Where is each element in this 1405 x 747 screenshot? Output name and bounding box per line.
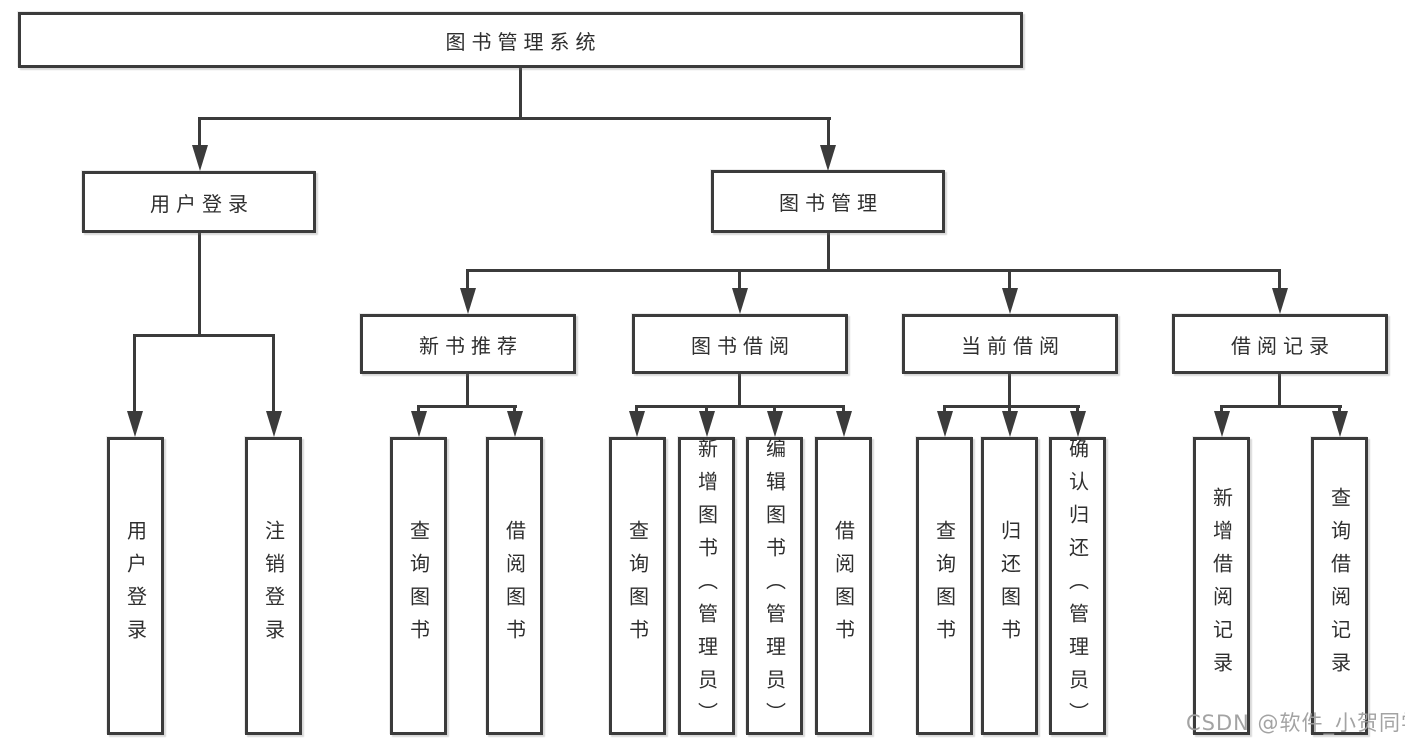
leaf-records-query-borrow-record: 查询借阅记录: [1311, 437, 1368, 735]
arrowhead-down-icon: [507, 411, 523, 437]
connector-line: [827, 117, 830, 146]
connector-line: [738, 374, 741, 407]
connector-line: [1220, 405, 1223, 413]
connector-line: [827, 233, 830, 271]
connector-line: [466, 269, 469, 291]
arrowhead-down-icon: [699, 411, 715, 437]
leaf-records-add-borrow-record: 新增借阅记录: [1193, 437, 1250, 735]
connector-line: [133, 334, 136, 413]
arrowhead-down-icon: [937, 411, 953, 437]
arrowhead-down-icon: [820, 145, 836, 171]
connector-line: [773, 405, 776, 413]
connector-line: [466, 269, 1281, 272]
arrowhead-down-icon: [1002, 411, 1018, 437]
arrowhead-down-icon: [266, 411, 282, 437]
node-book-management: 图书管理: [711, 170, 945, 233]
leaf-borrowing-edit-books-admin: 编辑图书（管理员）: [746, 437, 803, 735]
connector-line: [635, 405, 638, 413]
leaf-newbook-query-books: 查询图书: [390, 437, 447, 735]
leaf-current-confirm-return-admin: 确认归还（管理员）: [1049, 437, 1106, 735]
connector-line: [635, 405, 845, 408]
arrowhead-down-icon: [629, 411, 645, 437]
connector-line: [1220, 405, 1342, 408]
connector-line: [943, 405, 1080, 408]
connector-line: [513, 405, 516, 413]
node-borrowing-records: 借阅记录: [1172, 314, 1388, 374]
connector-line: [1008, 374, 1011, 407]
arrowhead-down-icon: [127, 411, 143, 437]
arrowhead-down-icon: [1272, 288, 1288, 314]
arrowhead-down-icon: [732, 288, 748, 314]
connector-line: [705, 405, 708, 413]
leaf-borrowing-borrow-books: 借阅图书: [815, 437, 872, 735]
arrowhead-down-icon: [1332, 411, 1348, 437]
arrowhead-down-icon: [411, 411, 427, 437]
leaf-user-login: 用户登录: [107, 437, 164, 735]
connector-line: [1338, 405, 1341, 413]
node-label: 图书管理: [779, 191, 883, 215]
node-label: 图书管理系统: [445, 29, 602, 54]
arrowhead-down-icon: [1214, 411, 1230, 437]
connector-line: [417, 405, 517, 408]
connector-line: [1076, 405, 1079, 413]
arrowhead-down-icon: [1070, 411, 1086, 437]
node-book-borrowing: 图书借阅: [632, 314, 848, 374]
node-label: 借阅记录: [1231, 333, 1335, 358]
connector-line: [1008, 405, 1011, 413]
connector-line: [1008, 269, 1011, 291]
csdn-watermark: CSDN @软件_小贺同学: [1186, 711, 1405, 735]
node-current-borrowing: 当前借阅: [902, 314, 1118, 374]
node-label: 用户登录: [150, 191, 254, 216]
node-new-book-recommendation: 新书推荐: [360, 314, 576, 374]
connector-line: [198, 233, 201, 336]
leaf-borrowing-query-books: 查询图书: [609, 437, 666, 735]
connector-line: [738, 269, 741, 291]
leaf-newbook-borrow-books: 借阅图书: [486, 437, 543, 735]
leaf-current-return-books: 归还图书: [981, 437, 1038, 735]
node-label: 新书推荐: [419, 333, 523, 358]
connector-line: [198, 117, 201, 146]
connector-line: [466, 374, 469, 407]
connector-line: [1278, 269, 1281, 291]
connector-line: [842, 405, 845, 413]
node-label: 当前借阅: [961, 333, 1065, 358]
connector-line: [1278, 374, 1281, 407]
node-label: 图书借阅: [691, 333, 795, 358]
connector-line: [272, 334, 275, 413]
connector-line: [417, 405, 420, 413]
connector-line: [198, 117, 831, 120]
leaf-borrowing-add-books-admin: 新增图书（管理员）: [678, 437, 735, 735]
leaf-logout: 注销登录: [245, 437, 302, 735]
arrowhead-down-icon: [836, 411, 852, 437]
arrowhead-down-icon: [192, 145, 208, 171]
connector-line: [133, 334, 275, 337]
arrowhead-down-icon: [1002, 288, 1018, 314]
node-user-login: 用户登录: [82, 171, 316, 233]
arrowhead-down-icon: [767, 411, 783, 437]
node-library-management-system: 图书管理系统: [18, 12, 1023, 68]
connector-line: [519, 68, 522, 118]
arrowhead-down-icon: [460, 288, 476, 314]
leaf-current-query-books: 查询图书: [916, 437, 973, 735]
connector-line: [943, 405, 946, 413]
